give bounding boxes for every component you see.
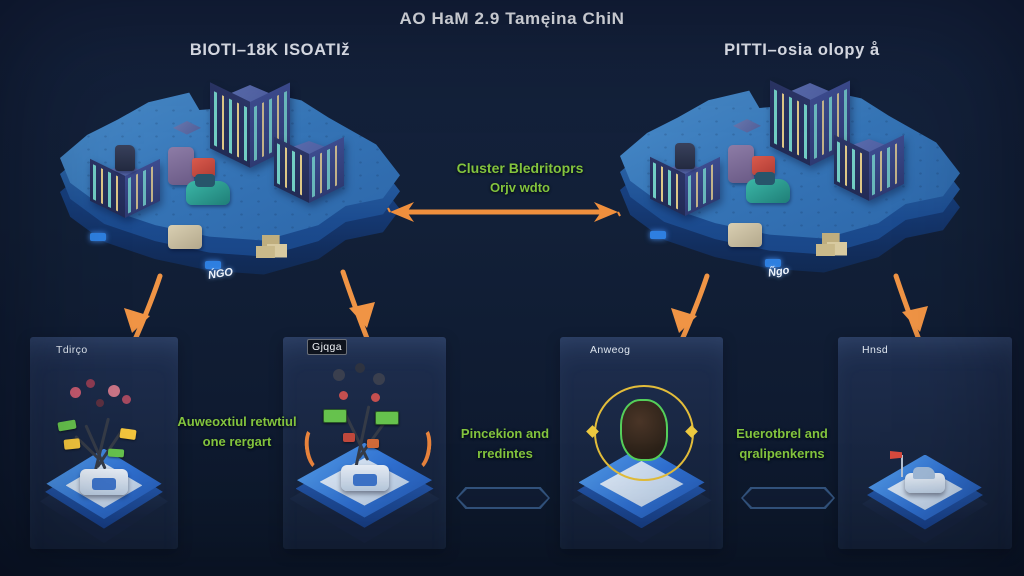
tan-machine-icon [728, 223, 762, 247]
plant-machine-icon [56, 377, 152, 495]
connector-text-1: Auweoxtiul retwtiul one rergart [177, 414, 297, 449]
page-title: AO HaM 2.9 Tamęina ChiN [399, 9, 625, 28]
purple-machine-icon [728, 145, 754, 183]
robot-statue-icon [115, 145, 135, 171]
panel-2-label: Gjqga [307, 339, 348, 355]
red-flag-icon [890, 451, 902, 459]
center-link-line1: Cluster Bledritoprs [456, 160, 584, 176]
center-link-label: Cluster Bledritoprs Orjv wdto [412, 159, 628, 197]
left-building-icon [90, 158, 160, 229]
purple-machine-icon [168, 147, 194, 185]
center-link-line2: Orjv wdto [490, 179, 550, 195]
pedestal-illustration [862, 393, 988, 543]
panel-1-label: Tdirço [56, 344, 88, 356]
red-container-icon [752, 156, 775, 175]
pedestal-illustration [40, 379, 168, 543]
left-island-illustration: ŃGO [60, 82, 400, 317]
tan-machine-icon [168, 225, 202, 249]
small-machine-icon [885, 431, 965, 493]
panel-4-label: Hnsd [862, 344, 889, 356]
right-island-illustration: Ñgo [620, 80, 960, 315]
left-building-icon [650, 156, 720, 227]
panel-3-label: Anweog [590, 344, 631, 356]
right-building-icon [834, 134, 904, 213]
scanned-specimen-icon [585, 379, 698, 497]
edge-tag-icon [765, 259, 781, 267]
pedestal-illustration [571, 379, 712, 543]
connector-text-3: Euerotbrel and qralipenkerns [736, 426, 828, 461]
island-badge: Ñgo [767, 264, 791, 280]
process-panel-2: Gjqga [283, 337, 446, 549]
island-badge: ŃGO [207, 266, 234, 282]
islands-exchange-arrow-icon [387, 202, 621, 222]
edge-tag-icon [90, 233, 106, 241]
red-container-icon [192, 158, 215, 177]
vehicle-icon [746, 172, 790, 203]
step-chevron-icon [741, 487, 835, 509]
left-section-heading: BIOTI–18K ISOATIž [189, 41, 351, 59]
robot-statue-icon [675, 143, 695, 169]
plant-machine-icon [301, 363, 434, 491]
process-panel-1: Tdirço [30, 337, 178, 549]
step-chevron-icon [456, 487, 550, 509]
right-building-icon [274, 136, 344, 215]
edge-tag-icon [650, 231, 666, 239]
large-building-icon [210, 82, 290, 185]
right-section-heading: PITTI–osia olopy å [724, 41, 880, 59]
connector-text-2: Pincekion and rredintes [460, 426, 550, 461]
crates-icon [256, 235, 298, 265]
crates-icon [816, 233, 858, 263]
vehicle-icon [186, 174, 230, 205]
pedestal-illustration [289, 363, 440, 543]
process-panel-3: Anweog [560, 337, 723, 549]
edge-tag-icon [205, 261, 221, 269]
large-building-icon [770, 80, 850, 183]
process-panel-4: Hnsd [838, 337, 1012, 549]
specimen-blob-icon [619, 399, 668, 461]
